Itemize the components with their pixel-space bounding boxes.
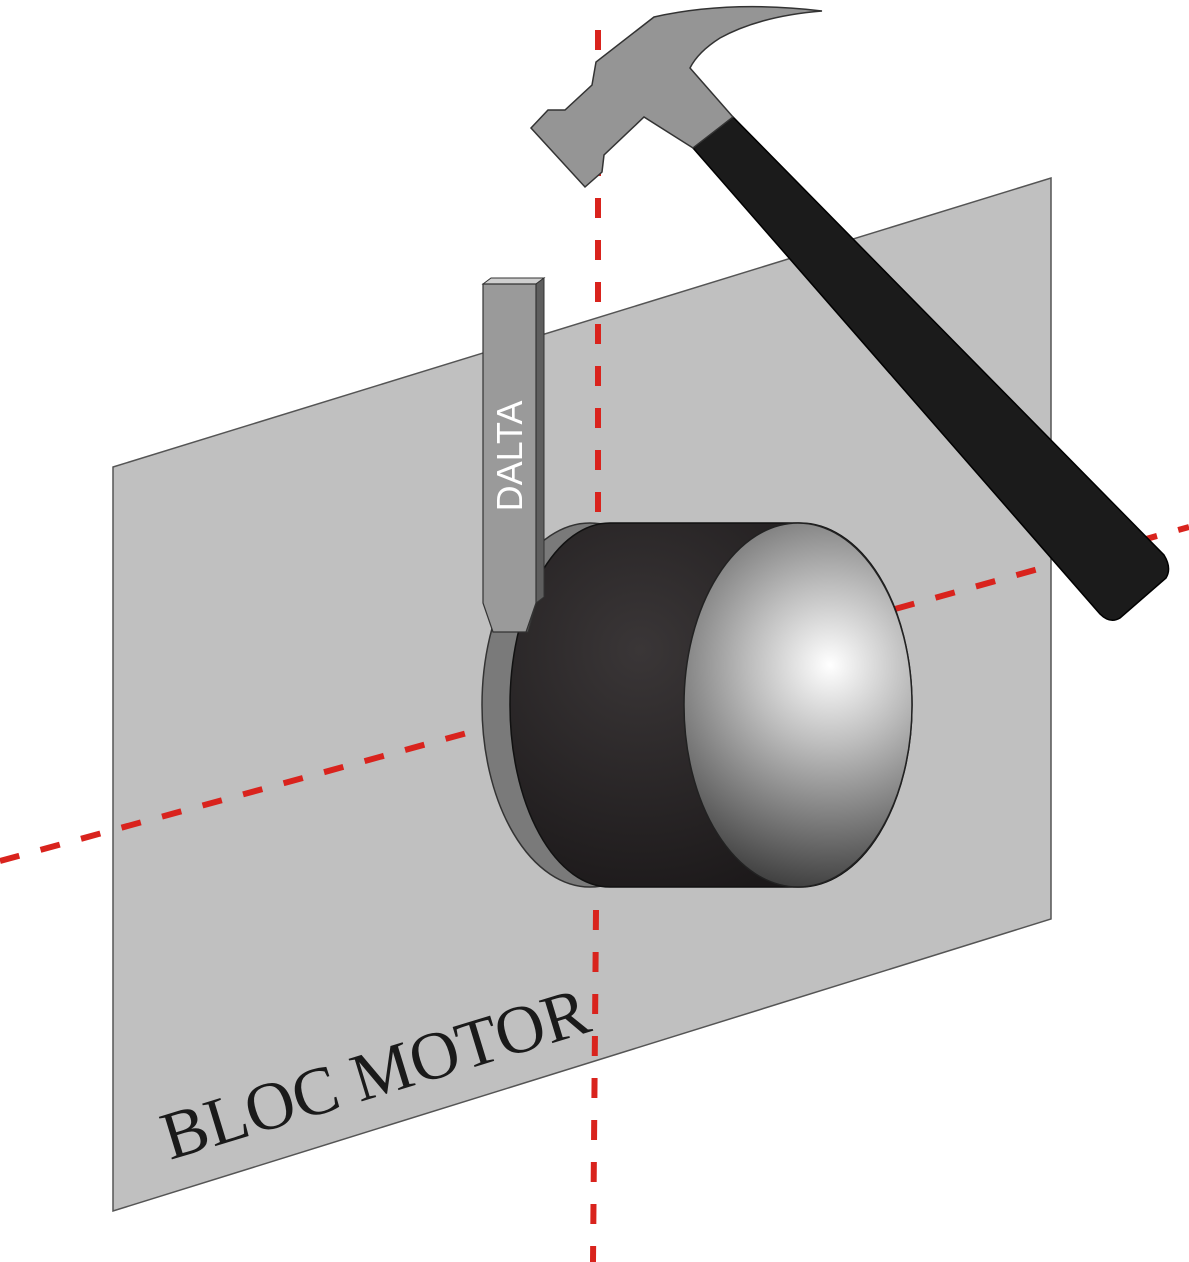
chisel-label: DALTA: [489, 401, 530, 512]
chisel-front-face: [482, 283, 537, 633]
hammer-handle: [691, 115, 1170, 621]
chisel-top-face: [481, 277, 546, 285]
hammer: [529, 5, 1170, 621]
chisel: DALTA: [481, 277, 546, 633]
vertical-axis-lower: [590, 909, 599, 1262]
hammer-head: [529, 5, 823, 189]
cylinder-front-face: [683, 522, 913, 888]
